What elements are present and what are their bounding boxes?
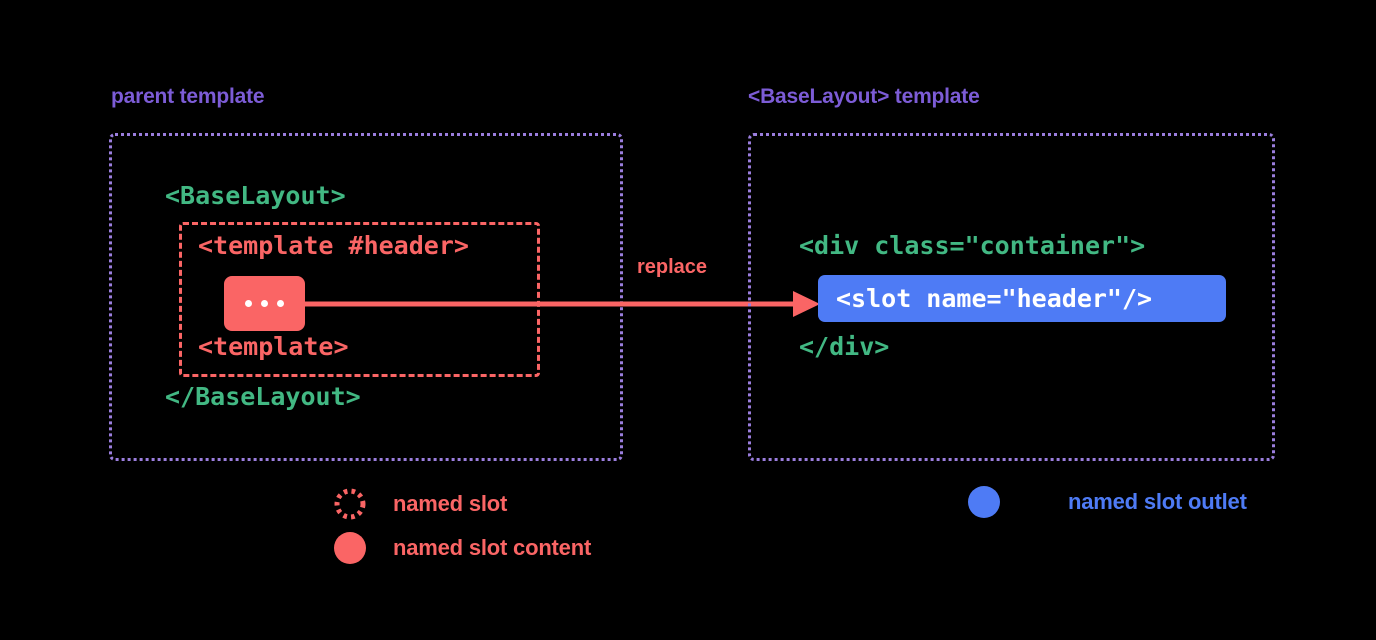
named-slot-content-chip xyxy=(224,276,305,331)
replace-arrow-label: replace xyxy=(637,256,708,278)
named-slot-region xyxy=(179,222,540,377)
filled-circle-icon xyxy=(334,532,366,564)
replace-arrow-icon xyxy=(296,291,820,317)
legend-item-named-slot-content: named slot content xyxy=(332,532,591,564)
dashed-circle-icon xyxy=(334,488,366,520)
legend-item-named-slot: named slot xyxy=(332,486,507,522)
code-div-open-tag: <div class="container"> xyxy=(799,231,1146,260)
ellipsis-dot-2 xyxy=(261,300,268,307)
code-template-close-tag: <template> xyxy=(198,332,349,361)
code-div-close-tag: </div> xyxy=(799,332,890,361)
legend-item-named-slot-outlet: named slot outlet xyxy=(968,486,1247,518)
ellipsis-dot-3 xyxy=(277,300,284,307)
ellipsis-dot-1 xyxy=(245,300,252,307)
blue-circle-icon xyxy=(968,486,1000,518)
named-slot-outlet-box: <slot name="header"/> xyxy=(818,275,1226,322)
legend-label-named-slot: named slot xyxy=(393,491,508,516)
code-template-header-open-tag: <template #header> xyxy=(198,231,469,260)
baselayout-template-title: <BaseLayout> template xyxy=(748,85,980,108)
code-baselayout-close-tag: </BaseLayout> xyxy=(165,382,361,411)
code-slot-outlet-tag: <slot name="header"/> xyxy=(836,284,1153,313)
parent-template-panel xyxy=(109,133,623,461)
parent-template-title: parent template xyxy=(111,85,265,108)
baselayout-template-panel xyxy=(748,133,1275,461)
code-baselayout-open-tag: <BaseLayout> xyxy=(165,181,346,210)
legend-label-named-slot-content: named slot content xyxy=(393,535,592,560)
legend-label-named-slot-outlet: named slot outlet xyxy=(1068,489,1247,514)
